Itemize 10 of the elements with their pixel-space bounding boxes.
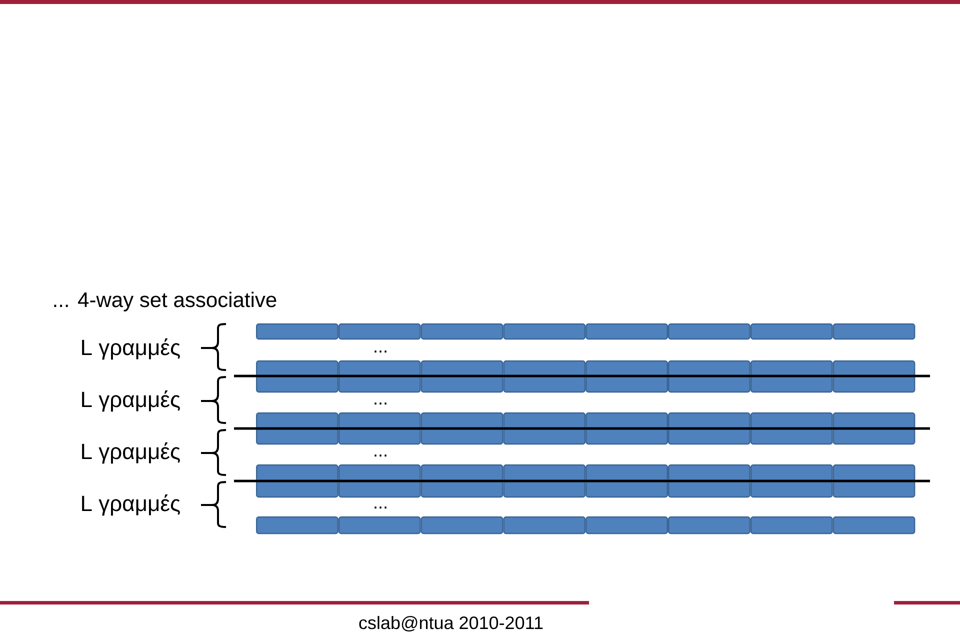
ellipsis: ... — [374, 506, 386, 508]
ellipsis: ... — [374, 454, 386, 456]
group-label: L γραμμές — [82, 338, 180, 360]
ellipsis: ... — [374, 350, 386, 352]
group-label: L γραμμές — [82, 494, 180, 516]
heading: ... 4-way set associative — [54, 292, 276, 312]
group-label: L γραμμές — [82, 390, 180, 412]
ellipsis: ... — [374, 402, 386, 404]
group-label: L γραμμές — [82, 442, 180, 464]
footer-text: cslab@ntua 2010-2011 — [359, 616, 543, 632]
